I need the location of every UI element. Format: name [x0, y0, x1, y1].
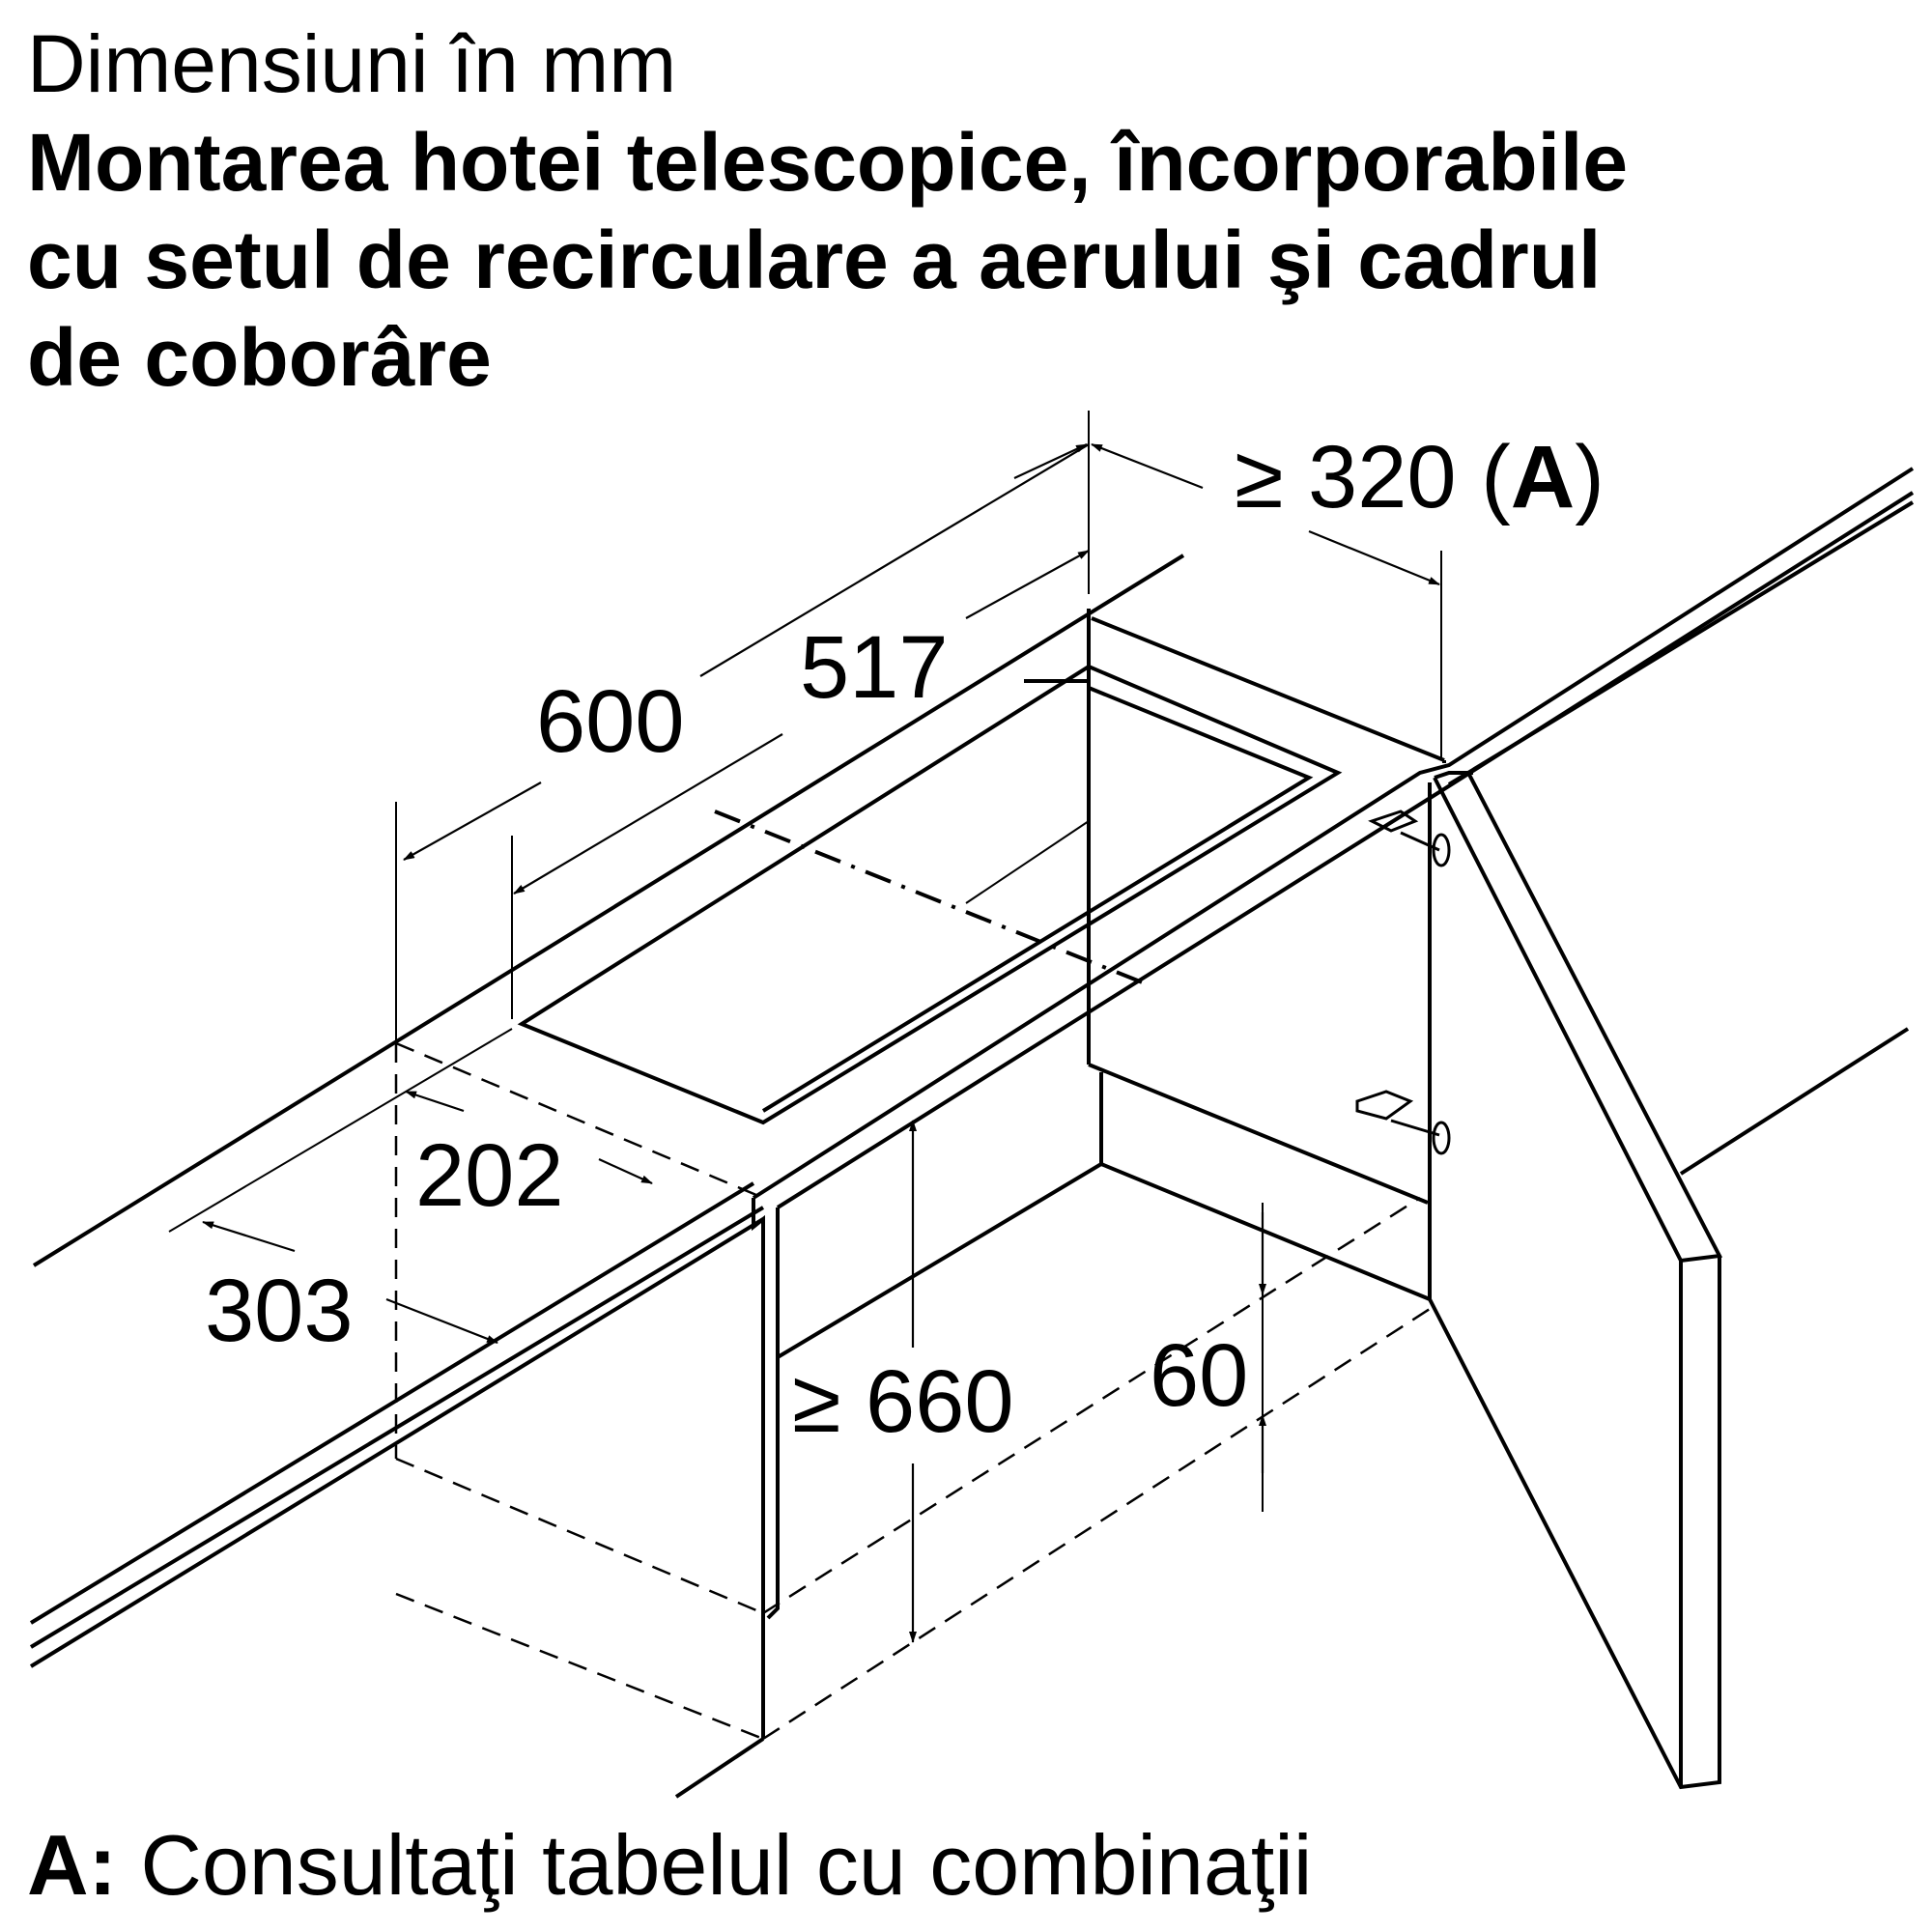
left-side-panel	[674, 681, 1432, 1799]
label-320-prefix: ≥ 320 (	[1235, 428, 1511, 526]
dimension-lines	[202, 442, 1440, 1643]
witness-lines	[168, 411, 1442, 1512]
label-202: 202	[415, 1126, 564, 1225]
label-600: 600	[536, 672, 685, 771]
label-320-suffix: )	[1575, 428, 1605, 526]
footnote-label: A:	[27, 1817, 117, 1913]
cabinet-bottom	[32, 554, 1446, 1267]
label-60: 60	[1150, 1326, 1248, 1425]
label-303: 303	[205, 1262, 354, 1360]
footnote-text: Consultaţi tabelul cu combinaţii	[140, 1817, 1313, 1913]
dim-600-line-b	[403, 781, 542, 861]
hinge-upper	[1368, 810, 1451, 867]
label-517: 517	[800, 618, 949, 717]
dim-600-line-a	[699, 443, 1090, 677]
page-title: Montarea hotei telescopice, încorporabil…	[27, 114, 1901, 406]
hinge-lower	[1355, 1090, 1451, 1155]
label-320-ref: A	[1511, 428, 1575, 526]
center-line	[714, 810, 1151, 987]
title-line-1: Montarea hotei telescopice, încorporabil…	[27, 117, 1629, 208]
dim-202-line	[405, 1090, 465, 1113]
title-line-3: de coborâre	[27, 311, 492, 403]
hood-hidden-outline	[394, 1041, 1431, 1741]
front-rail	[29, 467, 1915, 1668]
label-660: ≥ 660	[792, 1352, 1014, 1451]
dim-320-line	[1091, 442, 1204, 490]
cabinet-door	[1428, 771, 1910, 1790]
title-line-2: cu setul de recirculare a aerului şi cad…	[27, 213, 1602, 305]
dim-303-line	[202, 1220, 296, 1253]
dim-517-line	[965, 550, 1090, 619]
units-label: Dimensiuni în mm	[27, 18, 677, 109]
footnote: A: Consultaţi tabelul cu combinaţii	[27, 1816, 1312, 1915]
label-320: ≥ 320 (A)	[1235, 428, 1605, 526]
